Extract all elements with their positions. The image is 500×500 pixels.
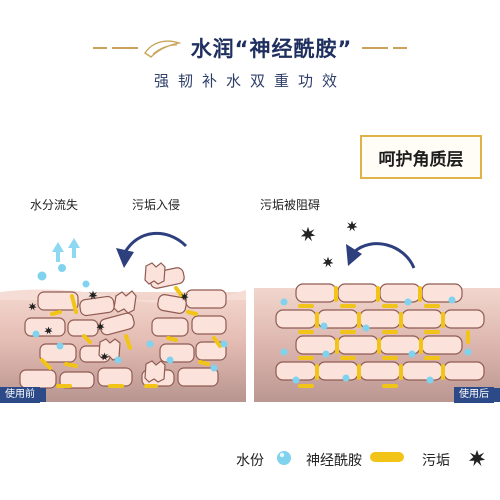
title-decoration-right — [362, 47, 408, 49]
dirt-blocked-arrow-icon — [346, 242, 416, 269]
page-subtitle: 强韧补水双重功效 — [153, 72, 346, 90]
title-decoration-left — [92, 37, 181, 59]
dirt-particle-icon — [468, 449, 486, 467]
stratum-corneum-badge: 呵护角质层 — [360, 135, 482, 179]
legend-icons — [277, 449, 486, 467]
page-title: 水润“神经酰胺” — [190, 37, 353, 61]
dirt-invade-arrow-icon — [116, 232, 188, 268]
legend-water-label: 水份 — [236, 453, 264, 469]
ceramide-bar-icon — [370, 452, 404, 462]
after-ceramide — [298, 286, 470, 388]
legend-ceramide-label: 神经酰胺 — [306, 453, 362, 469]
before-panel — [0, 232, 246, 402]
before-ceramide — [40, 286, 222, 388]
header: 水润“神经酰胺” — [0, 30, 500, 66]
label-water-loss: 水分流失 — [30, 198, 79, 212]
label-dirt-invade: 污垢入侵 — [132, 198, 181, 212]
before-tag: 使用前 — [0, 387, 40, 403]
after-panel — [254, 220, 500, 402]
after-tag: 使用后 — [454, 387, 494, 403]
water-loss-arrows-icon — [52, 238, 80, 262]
leaf-ornament-icon — [143, 40, 181, 58]
water-droplet-icon — [277, 451, 291, 465]
legend-dirt-label: 污垢 — [422, 453, 450, 469]
after-water — [280, 296, 472, 384]
before-water — [32, 264, 228, 372]
label-dirt-blocked: 污垢被阻碍 — [260, 198, 321, 212]
before-cells — [19, 267, 227, 389]
